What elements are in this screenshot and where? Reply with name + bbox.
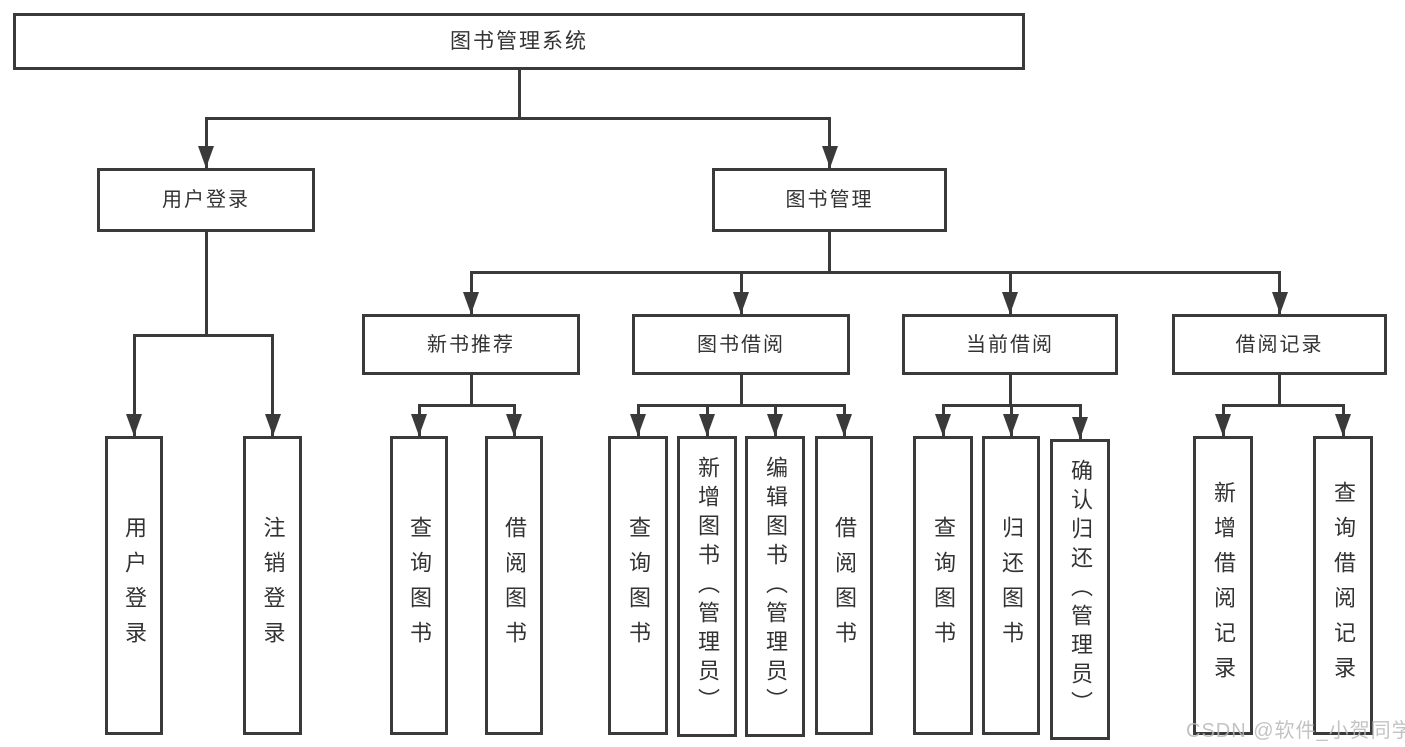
node-leaf-add-record: 新增借阅记录 (1193, 436, 1253, 735)
arrowhead-down-icon (411, 414, 427, 436)
arrowhead-down-icon (1335, 414, 1351, 436)
connector-line (132, 335, 136, 436)
arrowhead-down-icon (1271, 292, 1288, 314)
node-leaf-query-books-2: 查询图书 (608, 436, 668, 735)
node-library-management-system: 图书管理系统 (13, 13, 1025, 70)
node-leaf-query-books-3: 查询图书 (913, 436, 973, 735)
node-book-management: 图书管理 (712, 168, 947, 232)
arrowhead-down-icon (126, 414, 142, 436)
connector-line (828, 232, 831, 272)
node-leaf-logout: 注销登录 (243, 436, 302, 735)
connector-line (469, 375, 473, 405)
connector-line (469, 270, 1281, 274)
node-leaf-borrow-books-2: 借阅图书 (815, 436, 873, 735)
node-leaf-return-books: 归还图书 (982, 436, 1040, 735)
node-leaf-edit-books: 编辑图书（管理员） (745, 436, 805, 737)
connector-line (1008, 375, 1012, 405)
node-current-borrowing: 当前借阅 (902, 314, 1118, 375)
arrowhead-down-icon (836, 414, 852, 436)
node-leaf-query-books-1: 查询图书 (390, 436, 448, 735)
node-leaf-query-record: 查询借阅记录 (1313, 436, 1373, 735)
node-new-book-recommend: 新书推荐 (362, 314, 580, 375)
connector-line (739, 375, 743, 405)
arrowhead-down-icon (733, 292, 749, 314)
connector-line (204, 116, 831, 120)
arrowhead-down-icon (463, 292, 479, 314)
node-user-login-branch: 用户登录 (97, 168, 315, 232)
node-book-borrowing: 图书借阅 (632, 314, 850, 375)
arrowhead-down-icon (699, 414, 715, 436)
node-leaf-user-login: 用户登录 (105, 436, 163, 735)
connector-line (417, 403, 516, 407)
arrowhead-down-icon (198, 146, 214, 168)
connector-line (204, 118, 208, 168)
arrowhead-down-icon (935, 414, 951, 436)
arrowhead-down-icon (630, 414, 646, 436)
arrowhead-down-icon (1003, 414, 1019, 436)
arrowhead-down-icon (1072, 417, 1088, 439)
watermark: CSDN @软件_小贺同学 (1186, 720, 1405, 742)
connector-line (828, 118, 831, 168)
connector-line (517, 70, 521, 118)
connector-line (271, 335, 274, 436)
arrowhead-down-icon (1215, 414, 1231, 436)
node-borrowing-records: 借阅记录 (1172, 314, 1387, 375)
node-leaf-confirm-return: 确认归还（管理员） (1050, 439, 1110, 740)
arrowhead-down-icon (1002, 292, 1018, 314)
node-leaf-add-books: 新增图书（管理员） (677, 436, 737, 737)
connector-line (1221, 403, 1345, 407)
arrowhead-down-icon (767, 414, 783, 436)
arrowhead-down-icon (506, 414, 522, 436)
node-leaf-borrow-books-1: 借阅图书 (485, 436, 543, 735)
arrowhead-down-icon (264, 414, 281, 436)
arrowhead-down-icon (821, 146, 838, 168)
connector-line (1278, 375, 1281, 405)
connector-line (132, 333, 274, 337)
connector-line (636, 403, 846, 407)
connector-line (204, 232, 208, 335)
